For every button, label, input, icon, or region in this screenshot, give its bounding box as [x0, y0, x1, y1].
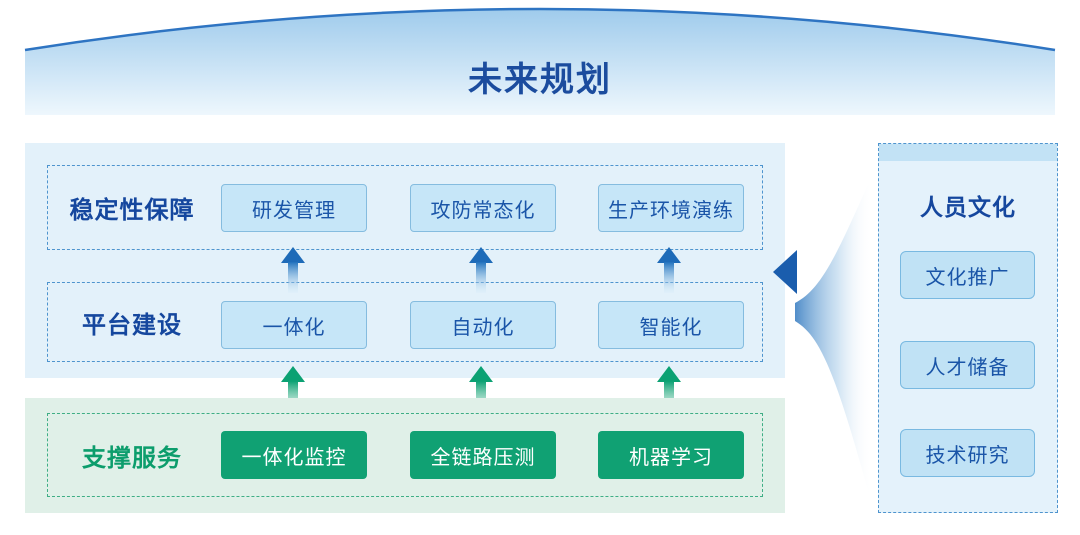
main-panel: 稳定性保障 研发管理 攻防常态化 生产环境演练 平台建设 一体化 自动化 智能化: [25, 143, 785, 378]
page-title: 未来规划: [468, 61, 612, 99]
stability-item-box: 研发管理: [221, 184, 367, 232]
culture-item-box: 人才储备: [900, 341, 1035, 389]
culture-item-box: 文化推广: [900, 251, 1035, 299]
culture-panel-title: 人员文化: [920, 194, 1016, 220]
support-item-box: 机器学习: [598, 431, 744, 479]
culture-item-box: 技术研究: [900, 429, 1035, 477]
stability-row-label: 稳定性保障: [69, 197, 195, 224]
support-item-box: 全链路压测: [410, 431, 556, 479]
funnel-left-arrow-icon: [773, 175, 872, 505]
banner-arc-shape: [24, 7, 1056, 115]
platform-item-box: 智能化: [598, 301, 744, 349]
stability-item-box: 攻防常态化: [410, 184, 556, 232]
blue-up-arrow-icon: [469, 247, 493, 293]
support-item-box: 一体化监控: [221, 431, 367, 479]
stability-item-box: 生产环境演练: [598, 184, 744, 232]
platform-item-box: 一体化: [221, 301, 367, 349]
culture-panel-header-strip: [879, 144, 1057, 161]
platform-item-box: 自动化: [410, 301, 556, 349]
support-row: 支撑服务 一体化监控 全链路压测 机器学习: [47, 413, 763, 497]
support-row-label: 支撑服务: [82, 444, 182, 472]
support-panel: 支撑服务 一体化监控 全链路压测 机器学习: [25, 398, 785, 513]
platform-row: 平台建设 一体化 自动化 智能化: [47, 282, 763, 362]
culture-panel: 人员文化 文化推广 人才储备 技术研究: [878, 143, 1058, 513]
blue-up-arrow-icon: [281, 247, 305, 293]
stability-row: 稳定性保障 研发管理 攻防常态化 生产环境演练: [47, 165, 763, 250]
platform-row-label: 平台建设: [82, 311, 182, 339]
blue-up-arrow-icon: [657, 247, 681, 293]
